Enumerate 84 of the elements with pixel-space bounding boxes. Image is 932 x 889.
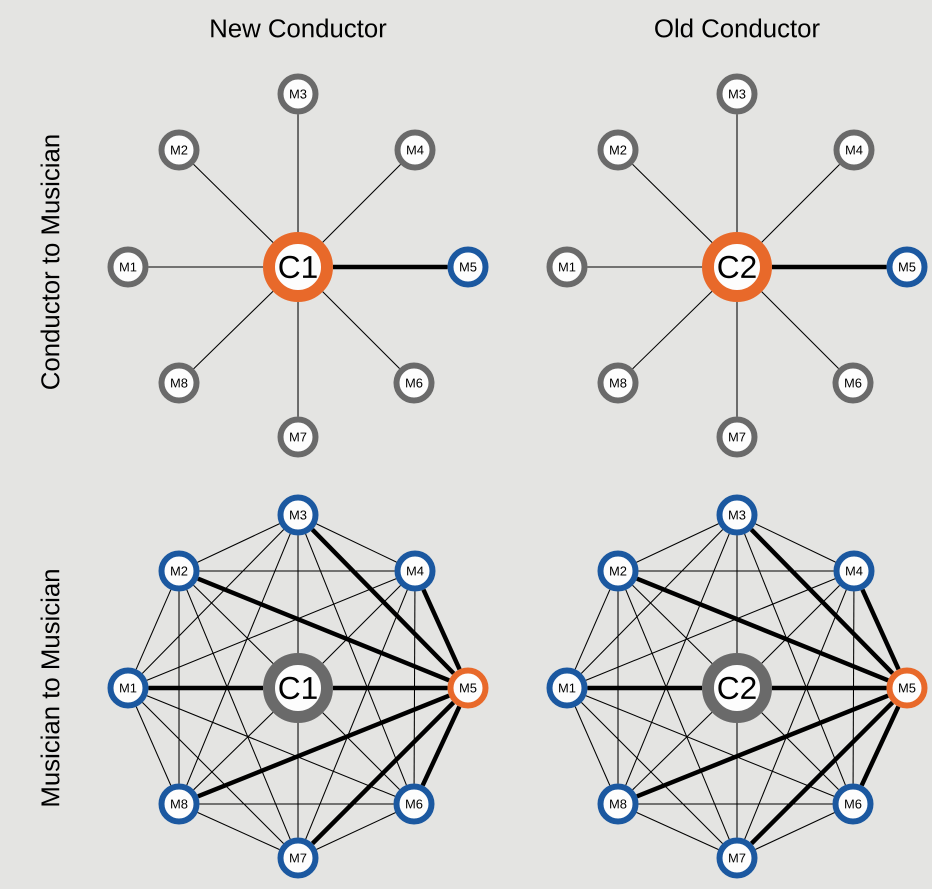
connection-line [586, 578, 836, 681]
connection-line [186, 534, 291, 786]
connection-line [636, 576, 889, 682]
connection-line [136, 706, 172, 786]
connection-line [421, 588, 462, 670]
connection-line [146, 578, 396, 681]
connection-line [772, 686, 886, 690]
connection-line [316, 523, 397, 563]
connection-line [581, 702, 723, 844]
connection-line [588, 266, 702, 268]
connection-line [638, 570, 834, 572]
connection-line [197, 812, 280, 850]
connection-line [305, 590, 408, 840]
connection-line [200, 803, 394, 805]
connection-line [761, 164, 840, 243]
connection-line [574, 590, 610, 670]
connection-line [772, 264, 886, 270]
connection-line [581, 529, 724, 674]
connection-line [186, 590, 291, 840]
connection-line [736, 114, 738, 232]
connection-line [736, 302, 738, 416]
connection-line [316, 812, 396, 850]
connection-line [761, 585, 840, 664]
connection-line [197, 694, 450, 798]
connection-line [148, 266, 263, 268]
connection-line [860, 706, 900, 786]
connection-line [322, 291, 400, 369]
connection-line [632, 584, 712, 664]
connection-line [297, 302, 299, 416]
connection-line [625, 590, 730, 840]
connection-line [178, 592, 180, 784]
connection-line [636, 694, 889, 798]
connection-line [193, 164, 274, 243]
connection-line [625, 534, 730, 786]
connection-line [310, 528, 456, 675]
connection-line [632, 164, 712, 243]
connection-line [574, 706, 610, 786]
connection-line [755, 812, 835, 850]
connection-line [750, 700, 894, 846]
connection-line [761, 712, 839, 790]
connection-line [860, 588, 901, 670]
connection-line [632, 712, 712, 790]
connection-line [736, 723, 738, 838]
connection-line [761, 291, 839, 369]
connection-line [586, 695, 834, 797]
column-title: Old Conductor [655, 18, 820, 38]
connection-line [197, 523, 280, 563]
connection-line [197, 576, 450, 682]
connection-line [588, 686, 702, 690]
connection-line [310, 700, 456, 846]
row-title: Musician to Musician [40, 570, 60, 806]
connection-line [755, 523, 836, 563]
connection-line [200, 570, 394, 572]
connection-line [193, 584, 274, 664]
connection-line [142, 702, 284, 844]
connection-line [638, 803, 832, 805]
connection-line [322, 585, 401, 664]
connection-line [322, 712, 400, 790]
connection-line [744, 590, 847, 840]
connection-line [146, 695, 396, 797]
connection-line [750, 528, 894, 675]
connection-line [333, 686, 448, 690]
connection-line [297, 114, 299, 232]
column-title: New Conductor [211, 18, 386, 38]
connection-line [632, 291, 712, 370]
connection-line [744, 534, 846, 786]
connection-line [414, 592, 416, 784]
connection-line [333, 264, 448, 270]
connection-line [297, 723, 299, 838]
connection-line [193, 291, 274, 370]
connection-line [636, 812, 719, 850]
row-title: Conductor to Musician [40, 136, 60, 389]
connection-line [617, 592, 619, 784]
connection-line [636, 523, 719, 563]
connection-line [420, 706, 462, 786]
connection-line [136, 590, 172, 670]
connection-line [305, 534, 407, 786]
connection-line [852, 592, 854, 784]
connection-line [193, 712, 274, 790]
connection-line [148, 686, 263, 690]
connection-line [297, 536, 299, 653]
connection-line [142, 529, 284, 674]
connection-line [736, 536, 738, 653]
connection-line [322, 164, 401, 243]
